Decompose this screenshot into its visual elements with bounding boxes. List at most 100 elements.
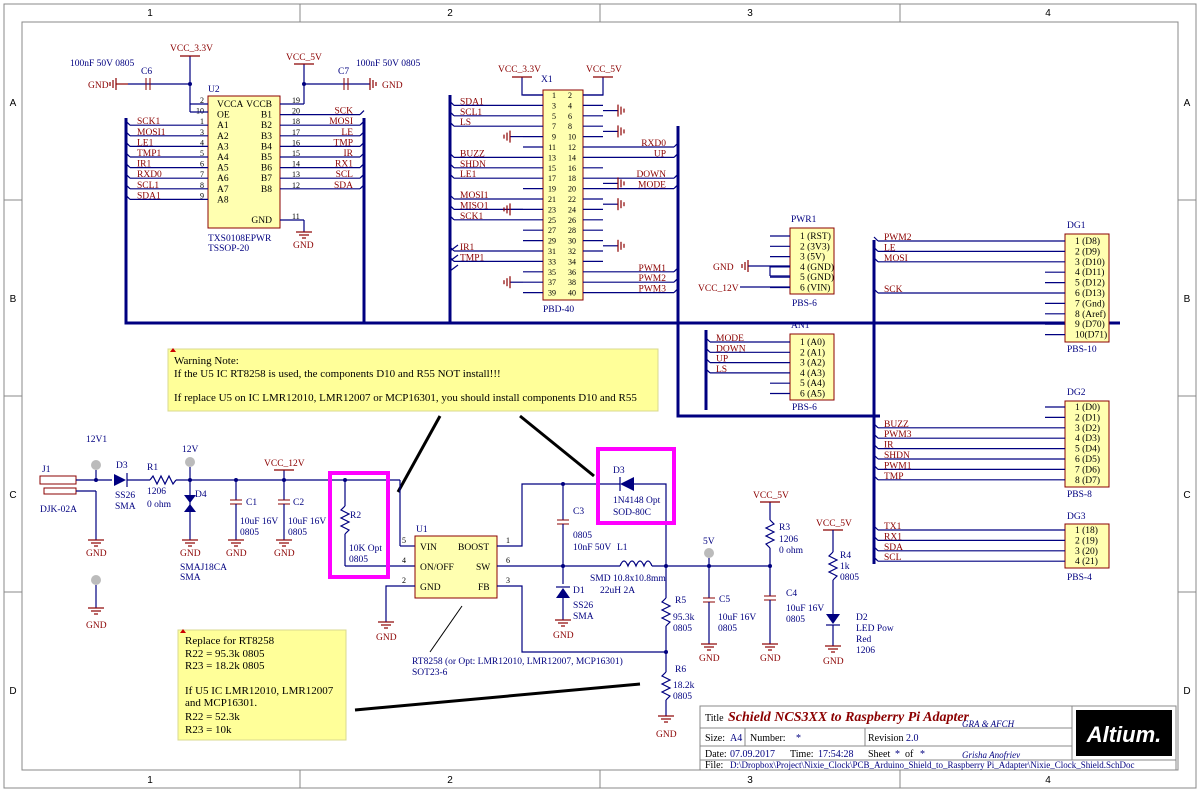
c7-gnd: GND xyxy=(382,81,403,91)
replace-l6: R22 = 52.3k xyxy=(185,711,240,723)
r5-ref: R5 xyxy=(675,596,686,606)
j1-ref: J1 xyxy=(42,465,51,475)
r1-pkg: 1206 xyxy=(147,487,166,497)
dg1-pin-2: 2 (D9) xyxy=(1075,246,1100,257)
pwr1-pin-2: 2 (3V3) xyxy=(800,241,830,252)
u2-pin-name-a3: A3 xyxy=(217,142,229,152)
x1-pin-17: 17 xyxy=(548,174,556,183)
u1-num-gnd: 2 xyxy=(402,576,406,585)
l1-part: SMD 10.8x10.8mm xyxy=(590,574,666,584)
dg1-pin-7: 7 (Gnd) xyxy=(1075,298,1105,309)
d2-gnd: GND xyxy=(823,657,844,667)
dg2-pin-1: 1 (D0) xyxy=(1075,402,1100,413)
dg1-net-mosi: MOSI xyxy=(884,254,908,264)
d3b-pkg: SOD-80C xyxy=(613,508,651,518)
u2-ref: U2 xyxy=(208,85,220,95)
c3-pkg: 0805 xyxy=(573,531,592,541)
replace-l4: If U5 IC LMR12010, LMR12007 xyxy=(185,685,334,697)
r4-value: 1k xyxy=(840,562,850,572)
pwr1-ref: PWR1 xyxy=(791,215,817,225)
dg2-header: DG2 1 (D0)2 (D1)3 (D2)4 (D3)5 (D4)6 (D5)… xyxy=(873,388,1110,500)
u2-pin-name-b4: B4 xyxy=(261,142,272,152)
d4-pkg: SMA xyxy=(180,573,201,583)
an1-pins: 1 (A0)2 (A1)3 (A2)4 (A3)5 (A4)6 (A5) xyxy=(770,337,825,400)
an1-net-ls: LS xyxy=(716,365,727,375)
x1-gnd-right-3 xyxy=(617,198,625,211)
u2-pin-name-b6: B6 xyxy=(261,164,272,174)
c2-ref: C2 xyxy=(293,498,304,508)
pwr1-vcc12: VCC_12V xyxy=(698,284,739,294)
c3-value: 10nF 50V xyxy=(573,543,611,553)
x1-net-shdn: SHDN xyxy=(460,160,486,170)
u2-pin-num-3: 3 xyxy=(200,128,204,137)
u2-pin-name-a8: A8 xyxy=(217,195,229,205)
dg2-pins: 1 (D0)2 (D1)3 (D2)4 (D3)5 (D4)6 (D5)7 (D… xyxy=(1045,402,1100,486)
x1-pin-16: 16 xyxy=(568,164,576,173)
dg1-pin-3: 3 (D10) xyxy=(1075,257,1105,268)
c3-ref: C3 xyxy=(573,507,584,517)
zone-row-b: B xyxy=(10,294,17,305)
warning-line2: If replace U5 on IC LMR12010, LMR12007 o… xyxy=(174,392,637,404)
u2-pin-num-12: 12 xyxy=(292,181,300,190)
u1-fb: FB xyxy=(478,583,490,593)
u1-num-vin: 5 xyxy=(402,536,406,545)
c6-gnd: GND xyxy=(88,81,109,91)
r3-vcc5: VCC_5V xyxy=(753,491,789,501)
u2-net-le1: LE1 xyxy=(137,138,154,148)
u2-pin-num-8: 8 xyxy=(200,181,204,190)
dg2-net-pwm3: PWM3 xyxy=(884,430,912,440)
x1-pin-21: 21 xyxy=(548,195,556,204)
replace-l2: R22 = 95.3k 0805 xyxy=(185,648,265,660)
dg3-net-sda: SDA xyxy=(884,543,903,553)
zone-col-3-bottom: 3 xyxy=(747,775,753,786)
x1-net-rxd0: RXD0 xyxy=(641,139,666,149)
u1-num-sw: 6 xyxy=(506,556,510,565)
r6-value: 18.2k xyxy=(673,681,695,691)
d3a-ref: D3 xyxy=(116,461,128,471)
u2-level-shifter: U2 TXS0108EPWR TSSOP-20 VCCA2OE10A11A23A… xyxy=(70,44,420,254)
d4-ref: D4 xyxy=(195,490,207,500)
x1-pin-2: 2 xyxy=(568,91,572,100)
d3b-highlight xyxy=(596,447,676,525)
l1-ref: L1 xyxy=(617,543,628,553)
x1-net-down: DOWN xyxy=(636,170,666,180)
c7-ref: C7 xyxy=(338,67,349,77)
zone-row-a-right: A xyxy=(1184,98,1191,109)
replace-l1: Replace for RT8258 xyxy=(185,635,275,647)
r2-value: 10K Opt xyxy=(349,544,382,554)
x1-net-up: UP xyxy=(654,149,666,159)
u2-pin-num-1: 1 xyxy=(200,117,204,126)
dg1-pins: 1 (D8)2 (D9)3 (D10)4 (D11)5 (D12)6 (D13)… xyxy=(1045,236,1107,341)
x1-net-buzz: BUZZ xyxy=(460,149,485,159)
c6-ref: C6 xyxy=(141,67,152,77)
dg1-pin-10: 10(D71) xyxy=(1075,330,1107,341)
r1-value: 0 ohm xyxy=(147,500,172,510)
c2-vcc12: VCC_12V xyxy=(264,459,305,469)
d1-gnd: GND xyxy=(553,631,574,641)
dg2-pin-7: 7 (D6) xyxy=(1075,464,1100,475)
u1-gnd-pin: GND xyxy=(420,583,441,593)
x1-net-pwm1: PWM1 xyxy=(639,264,667,274)
x1-gnd-right-2 xyxy=(617,177,625,190)
pwr1-pin-6: 6 (VIN) xyxy=(800,283,830,294)
u2-pin-num-17: 17 xyxy=(292,128,300,137)
x1-bus-stub-1 xyxy=(449,254,459,262)
dg2-net-shdn: SHDN xyxy=(884,451,910,461)
c1-value: 10uF 16V xyxy=(240,517,278,527)
u1-num-onoff: 4 xyxy=(402,556,406,565)
u2-pin-name-a4: A4 xyxy=(217,153,229,163)
u2-pin-name-oe: OE xyxy=(217,111,230,121)
dg2-net-ir: IR xyxy=(884,441,894,451)
u2-package: TSSOP-20 xyxy=(208,244,249,254)
dg2-pin-8: 8 (D7) xyxy=(1075,475,1100,486)
dg1-part: PBS-10 xyxy=(1067,345,1097,355)
warning-note: Warning Note: If the U5 IC RT8258 is use… xyxy=(167,348,659,493)
replace-l3: R23 = 18.2k 0805 xyxy=(185,660,265,672)
x1-pin-14: 14 xyxy=(568,153,576,162)
u2-pin-name-b7: B7 xyxy=(261,174,272,184)
d1-part: SS26 xyxy=(573,601,593,611)
u2-pin-name-b3: B3 xyxy=(261,132,272,142)
